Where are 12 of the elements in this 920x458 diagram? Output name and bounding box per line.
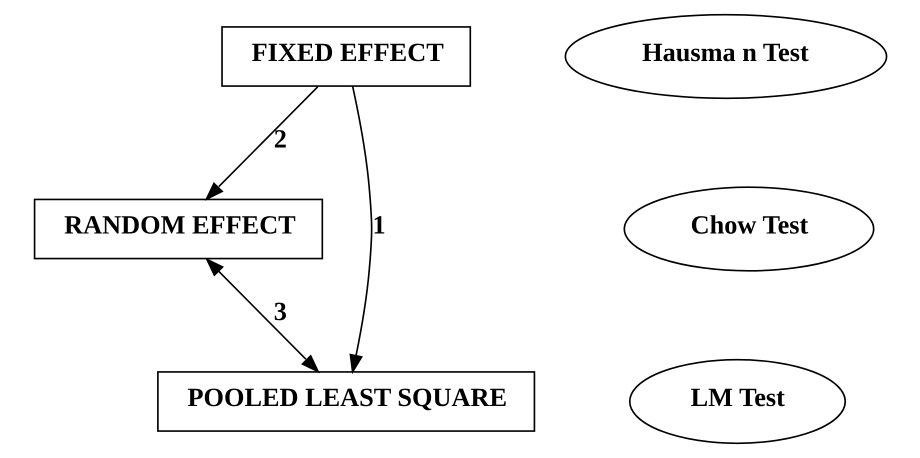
node-ellipse: Chow Test [623, 186, 874, 272]
node-ellipse: LM Test [628, 358, 846, 444]
node-box: FIXED EFFECT [220, 26, 471, 87]
edge-label: 3 [273, 296, 286, 326]
arrow [348, 86, 372, 374]
edge-label: 2 [273, 124, 286, 154]
arrow [204, 258, 320, 374]
edge-label: 1 [372, 210, 386, 240]
node-box: RANDOM EFFECT [33, 198, 323, 260]
arrow [204, 86, 318, 201]
node-ellipse: Hausma n Test [564, 14, 887, 100]
node-box: POOLED LEAST SQUARE [156, 371, 535, 432]
